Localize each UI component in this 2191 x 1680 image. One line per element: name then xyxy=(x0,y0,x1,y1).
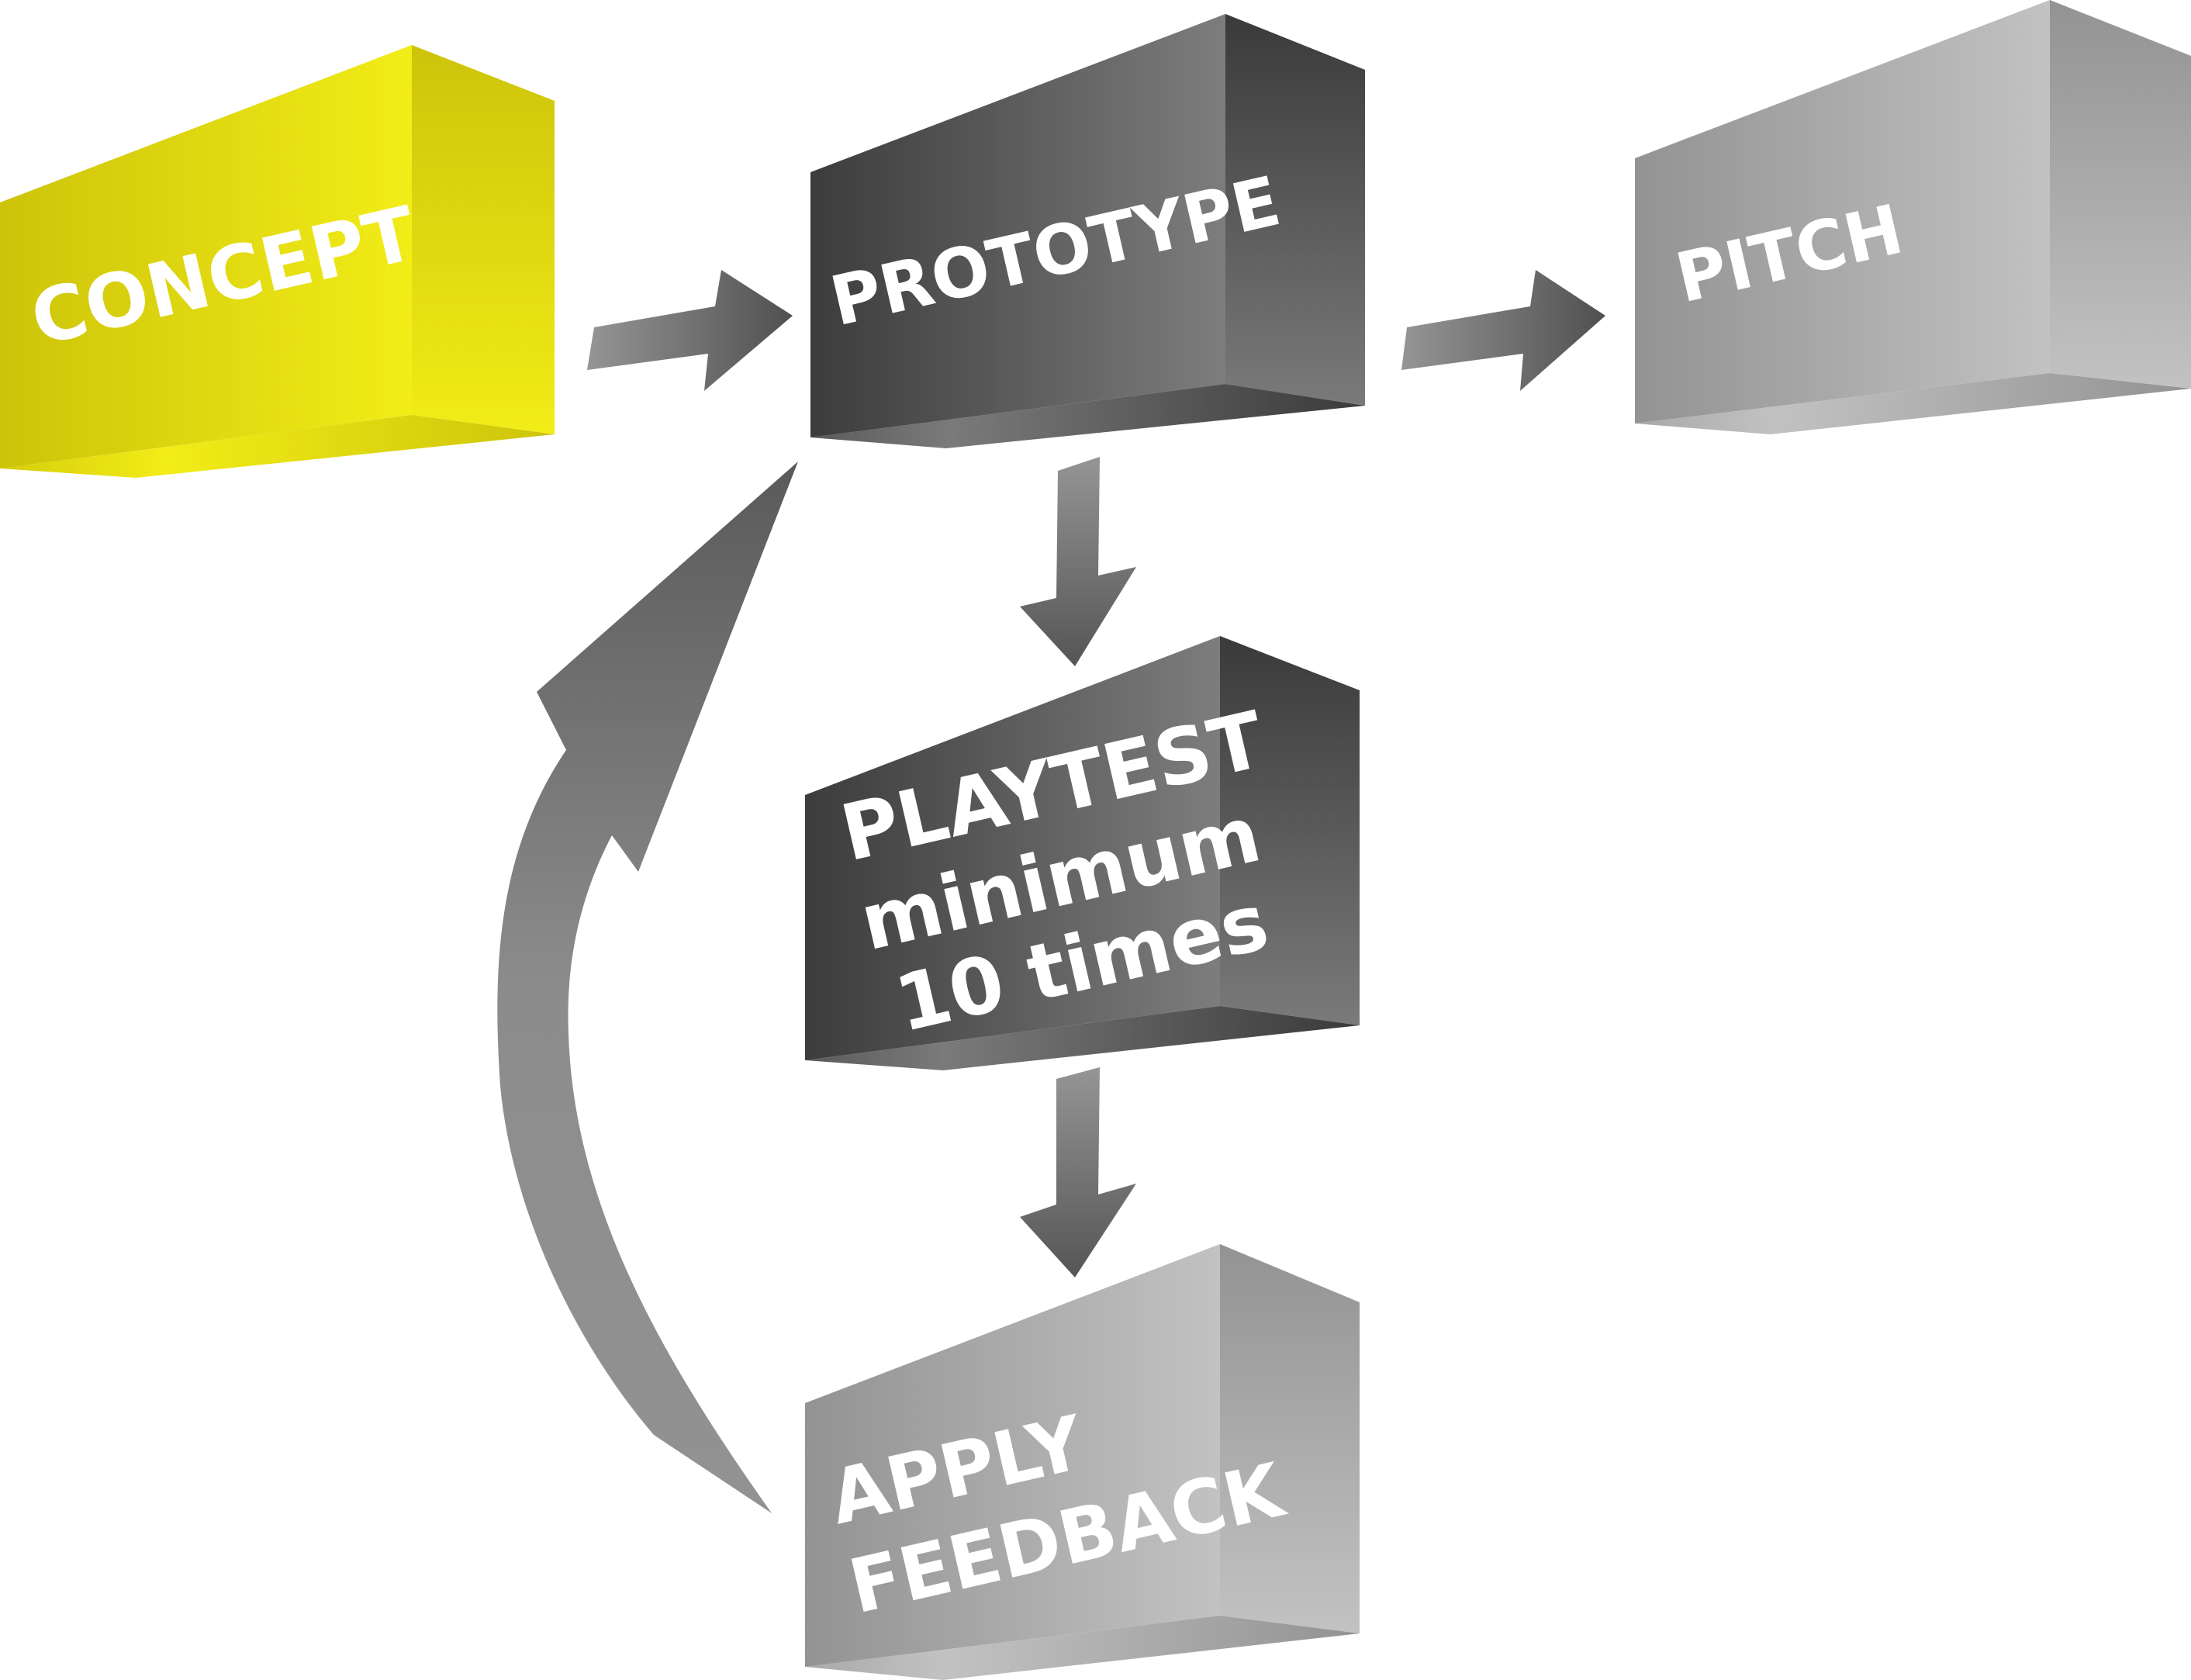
concept-front-face xyxy=(0,45,412,468)
node-pitch: PITCH xyxy=(1635,0,2191,434)
prototype-front-face xyxy=(810,14,1225,437)
apply-feedback-side-face xyxy=(1220,1244,1360,1633)
apply-feedback-front-face xyxy=(805,1244,1220,1667)
node-concept: CONCEPT xyxy=(0,45,555,478)
pitch-side-face xyxy=(2050,0,2191,389)
arrow-feedback-loop-to-prototype xyxy=(497,461,798,1513)
playtest-side-face xyxy=(1220,636,1360,1025)
playtest-bottom-face xyxy=(805,1006,1360,1070)
node-apply-feedback: APPLY FEEDBACK xyxy=(805,1244,1360,1680)
concept-side-face xyxy=(412,45,555,434)
arrow-playtest-to-apply-feedback xyxy=(1020,1067,1136,1277)
prototype-bottom-face xyxy=(810,384,1365,448)
prototype-side-face xyxy=(1225,14,1365,406)
concept-bottom-face xyxy=(0,415,555,478)
arrow-prototype-to-playtest xyxy=(1020,457,1136,666)
apply-feedback-bottom-face xyxy=(805,1616,1360,1680)
node-playtest: PLAYTEST minimum 10 times xyxy=(805,636,1360,1070)
pitch-bottom-face xyxy=(1635,373,2191,434)
playtest-front-face xyxy=(805,636,1220,1060)
pitch-front-face xyxy=(1635,0,2050,423)
node-prototype: PROTOTYPE xyxy=(810,14,1365,448)
arrow-prototype-to-pitch xyxy=(1401,270,1605,391)
arrow-concept-to-prototype xyxy=(587,270,793,391)
